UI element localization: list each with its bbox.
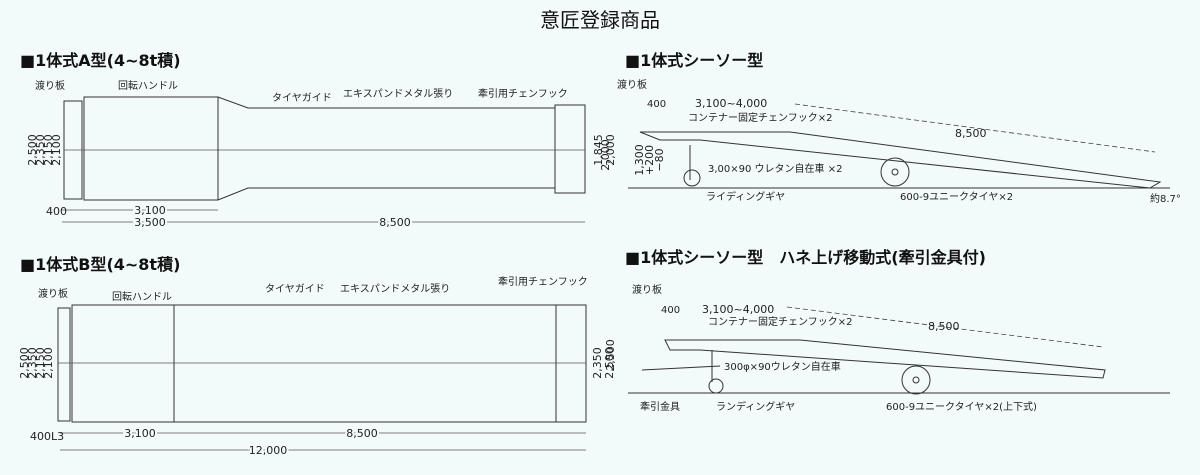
ramp-body-b [71,304,557,423]
panel-c-labels-caster: 3,00×90 ウレタン自在車 ×2 [708,162,842,175]
panel-d-dims-height: 2,500 [604,339,617,371]
end-pad [554,104,586,194]
dim-3100: 3,100 [134,204,166,217]
label-chain-hook: 牽引用チェンフック [498,275,588,288]
panel-b-dims-right-1: 2,500 [603,347,616,379]
dims-right-b: 2,350 2,500 [591,347,616,379]
label-bridge-plate: 渡り板 [38,287,68,300]
panel-b-dims-left-2: 2,150 [34,347,47,379]
page-title: 意匠登録商品 [540,8,660,32]
panel-d-labels-tire: 600-9ユニークタイヤ×2(上下式) [886,400,1037,413]
ramp-body-a [83,96,556,201]
label-tire-guide: タイヤガイド [272,92,332,104]
panel-a-dims-left-2: 2,150 [42,134,55,166]
label-expanded-metal: エキスパンドメタル張り [343,88,453,100]
panel-d-labels-tow: 牽引金具 [640,400,680,413]
panel-c-dims-h3: −80 [653,148,666,171]
dim-400: 400L3 [30,430,64,443]
panel-b-dims-left-3: 2,100 [42,347,55,379]
panel-c-labels-bridge-plate: 渡り板 [617,78,647,91]
panel-b-dims-bottom-d8500: 8,500 [346,427,378,440]
panel-a-dims-left-0: 2,500 [26,134,39,166]
panel-c-labels-tire: 600-9ユニークタイヤ×2 [900,191,1013,203]
dims-right-a: 1,845 2,000 [592,134,617,166]
panel-d-seesaw-towable: ■1体式シーソー型 ハネ上げ移動式(牽引金具付) 渡り板 400 3,100~4… [604,248,1170,413]
label-expanded-metal: エキスパンドメタル張り [340,283,450,295]
dim-400: 400 [46,205,67,218]
panel-b-heading: ■1体式B型(4~8t積) [20,255,180,274]
panel-d-labels-gear: ランディングギヤ [716,400,795,413]
label-bridge-plate: 渡り板 [35,79,65,92]
panel-c-dims-height: 2,000 [599,139,612,171]
panel-c-dims-d8500: 8,500 [955,127,987,140]
panel-b-dims-bottom-d12000: 12,000 [249,444,288,457]
dims-left-b: 2,500 2,350 2,150 2,100 [18,347,55,379]
panel-d-dims-d400: 400 [661,305,680,316]
panel-a-type: ■1体式A型(4~8t積) 渡り板 回転ハンドル タイヤガイド エキスパンドメタ… [20,51,617,231]
panel-c-dims-h2: +200 [643,145,656,175]
panel-c-heading: ■1体式シーソー型 [625,51,763,70]
label-rotating-handle: 回転ハンドル [112,291,172,303]
panel-b-type: ■1体式B型(4~8t積) 渡り板 回転ハンドル タイヤガイド エキスパンドメタ… [18,255,616,459]
panel-b-dims-left-1: 2,350 [26,347,39,379]
label-chain-hook: 牽引用チェンフック [478,87,568,100]
dims-left-a: 2,500 2,350 2,150 2,100 [26,134,63,166]
panel-c-dims-d400: 400 [647,99,666,110]
dim-3500: 3,500 [134,216,166,229]
panel-d-labels-caster: 300φ×90ウレタン自在車 [724,360,841,373]
panel-d-heading: ■1体式シーソー型 ハネ上げ移動式(牽引金具付) [625,248,986,267]
panel-c-dims-h1: 1,300 [633,144,646,176]
panel-a-heading: ■1体式A型(4~8t積) [20,51,181,70]
panel-a-dims-right-0: 1,845 [592,134,605,166]
panel-d-dims-d3100: 3,100~4,000 [702,303,774,316]
panel-a-dims-left-3: 2,100 [50,134,63,166]
panel-c-labels-gear: ライディングギヤ [706,190,785,203]
panel-a-dims-right-1: 2,000 [604,134,617,166]
panel-b-dims-right-0: 2,350 [591,347,604,379]
panel-c-labels-chain-hook: コンテナー固定チェンフック×2 [688,111,832,124]
panel-b-dims-bottom-d3100: 3,100 [124,427,156,440]
panel-c-seesaw: ■1体式シーソー型 渡り板 400 3,100~4,000 コンテナー固定チェン… [599,51,1181,205]
label-tire-guide: タイヤガイド [265,283,325,295]
panel-c-labels-angle: 約8.7° [1150,192,1181,205]
panel-d-dims-d8500: 8,500 [928,320,960,333]
panel-a-dims-left-1: 2,350 [34,134,47,166]
panel-b-dims-left-0: 2,500 [18,347,31,379]
dim-8500: 8,500 [379,216,411,229]
panel-d-labels-chain-hook: コンテナー固定チェンフック×2 [708,315,852,328]
panel-d-labels-bridge-plate: 渡り板 [632,283,662,296]
panel-c-dims-d3100: 3,100~4,000 [695,97,767,110]
label-rotating-handle: 回転ハンドル [118,80,178,92]
